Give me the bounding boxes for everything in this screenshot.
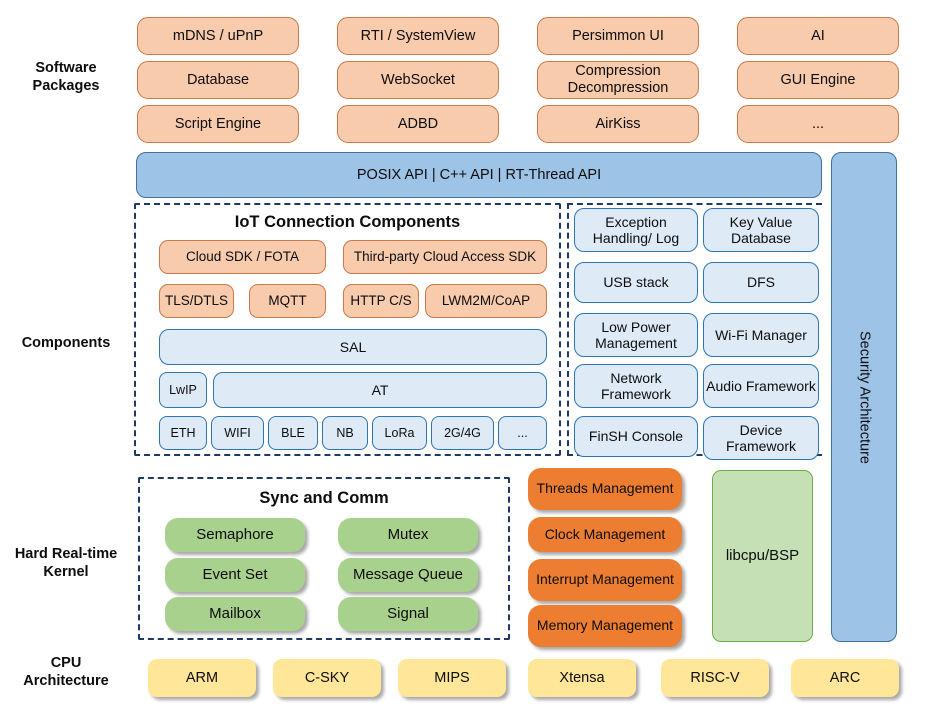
kernel-signal[interactable]: Signal bbox=[338, 597, 478, 631]
component-audio-framework[interactable]: Audio Framework bbox=[703, 364, 819, 408]
component-low-power-management[interactable]: Low Power Management bbox=[574, 313, 698, 357]
package-database[interactable]: Database bbox=[137, 61, 299, 99]
row-label-kernel: Hard Real-time Kernel bbox=[14, 546, 118, 580]
kernel-threads-management[interactable]: Threads Management bbox=[528, 468, 682, 510]
kernel-interrupt-management[interactable]: Interrupt Management bbox=[528, 559, 682, 601]
row-label-software-packages: Software Packages bbox=[32, 60, 100, 94]
iot-at[interactable]: AT bbox=[213, 372, 547, 408]
row-label-cpu-architecture: CPU Architecture bbox=[23, 655, 109, 689]
package-websocket[interactable]: WebSocket bbox=[337, 61, 499, 99]
iot-cloud-sdk-fota[interactable]: Cloud SDK / FOTA bbox=[159, 240, 326, 274]
kernel-message-queue[interactable]: Message Queue bbox=[338, 558, 478, 592]
components-right-group bbox=[567, 203, 822, 456]
component-exception-handling-log[interactable]: Exception Handling/ Log bbox=[574, 208, 698, 252]
cpu-xtensa[interactable]: Xtensa bbox=[528, 659, 636, 697]
iot-connection-components-group bbox=[134, 203, 561, 456]
package-compression-decompression[interactable]: Compression Decompression bbox=[537, 61, 699, 99]
package-mdns-upnp[interactable]: mDNS / uPnP bbox=[137, 17, 299, 55]
iot-link-lora[interactable]: LoRa bbox=[372, 416, 427, 450]
package-airkiss[interactable]: AirKiss bbox=[537, 105, 699, 143]
component-usb-stack[interactable]: USB stack bbox=[574, 262, 698, 303]
cpu-c-sky[interactable]: C-SKY bbox=[273, 659, 381, 697]
package-script-engine[interactable]: Script Engine bbox=[137, 105, 299, 143]
iot-connection-components-title: IoT Connection Components bbox=[234, 213, 461, 231]
kernel-memory-management[interactable]: Memory Management bbox=[528, 605, 682, 647]
component-wifi-manager[interactable]: Wi-Fi Manager bbox=[703, 313, 819, 357]
libcpu-bsp-block[interactable]: libcpu/BSP bbox=[712, 470, 813, 642]
cpu-arm[interactable]: ARM bbox=[148, 659, 256, 697]
iot-tls-dtls[interactable]: TLS/DTLS bbox=[159, 284, 234, 318]
iot-link-ble[interactable]: BLE bbox=[268, 416, 318, 450]
package-persimmon-ui[interactable]: Persimmon UI bbox=[537, 17, 699, 55]
package-adbd[interactable]: ADBD bbox=[337, 105, 499, 143]
component-network-framework[interactable]: Network Framework bbox=[574, 364, 698, 408]
cpu-mips[interactable]: MIPS bbox=[398, 659, 506, 697]
iot-link-wifi[interactable]: WIFI bbox=[211, 416, 264, 450]
package-more[interactable]: ... bbox=[737, 105, 899, 143]
security-architecture-label: Security Architecture bbox=[856, 330, 873, 464]
kernel-event-set[interactable]: Event Set bbox=[165, 558, 305, 592]
iot-http-cs[interactable]: HTTP C/S bbox=[343, 284, 419, 318]
kernel-semaphore[interactable]: Semaphore bbox=[165, 518, 305, 552]
cpu-arc[interactable]: ARC bbox=[791, 659, 899, 697]
kernel-mailbox[interactable]: Mailbox bbox=[165, 597, 305, 631]
kernel-mutex[interactable]: Mutex bbox=[338, 518, 478, 552]
iot-link-more[interactable]: ... bbox=[498, 416, 547, 450]
component-finsh-console[interactable]: FinSH Console bbox=[574, 416, 698, 457]
sync-and-comm-group bbox=[138, 477, 510, 640]
iot-lwip[interactable]: LwIP bbox=[159, 372, 207, 408]
row-label-components: Components bbox=[21, 335, 111, 351]
component-device-framework[interactable]: Device Framework bbox=[703, 416, 819, 460]
kernel-clock-management[interactable]: Clock Management bbox=[528, 517, 682, 552]
package-rti-systemview[interactable]: RTI / SystemView bbox=[337, 17, 499, 55]
iot-third-party-cloud-access-sdk[interactable]: Third-party Cloud Access SDK bbox=[343, 240, 547, 274]
package-ai[interactable]: AI bbox=[737, 17, 899, 55]
iot-link-eth[interactable]: ETH bbox=[159, 416, 207, 450]
cpu-risc-v[interactable]: RISC-V bbox=[661, 659, 769, 697]
security-architecture-bar[interactable]: Security Architecture bbox=[831, 152, 897, 642]
iot-sal[interactable]: SAL bbox=[159, 329, 547, 365]
component-dfs[interactable]: DFS bbox=[703, 262, 819, 303]
api-bar[interactable]: POSIX API | C++ API | RT-Thread API bbox=[136, 152, 822, 198]
iot-mqtt[interactable]: MQTT bbox=[249, 284, 326, 318]
iot-link-nb[interactable]: NB bbox=[322, 416, 368, 450]
iot-lwm2m-coap[interactable]: LWM2M/CoAP bbox=[425, 284, 547, 318]
sync-and-comm-title: Sync and Comm bbox=[259, 489, 389, 507]
package-gui-engine[interactable]: GUI Engine bbox=[737, 61, 899, 99]
component-key-value-database[interactable]: Key Value Database bbox=[703, 208, 819, 252]
iot-link-2g-4g[interactable]: 2G/4G bbox=[431, 416, 494, 450]
